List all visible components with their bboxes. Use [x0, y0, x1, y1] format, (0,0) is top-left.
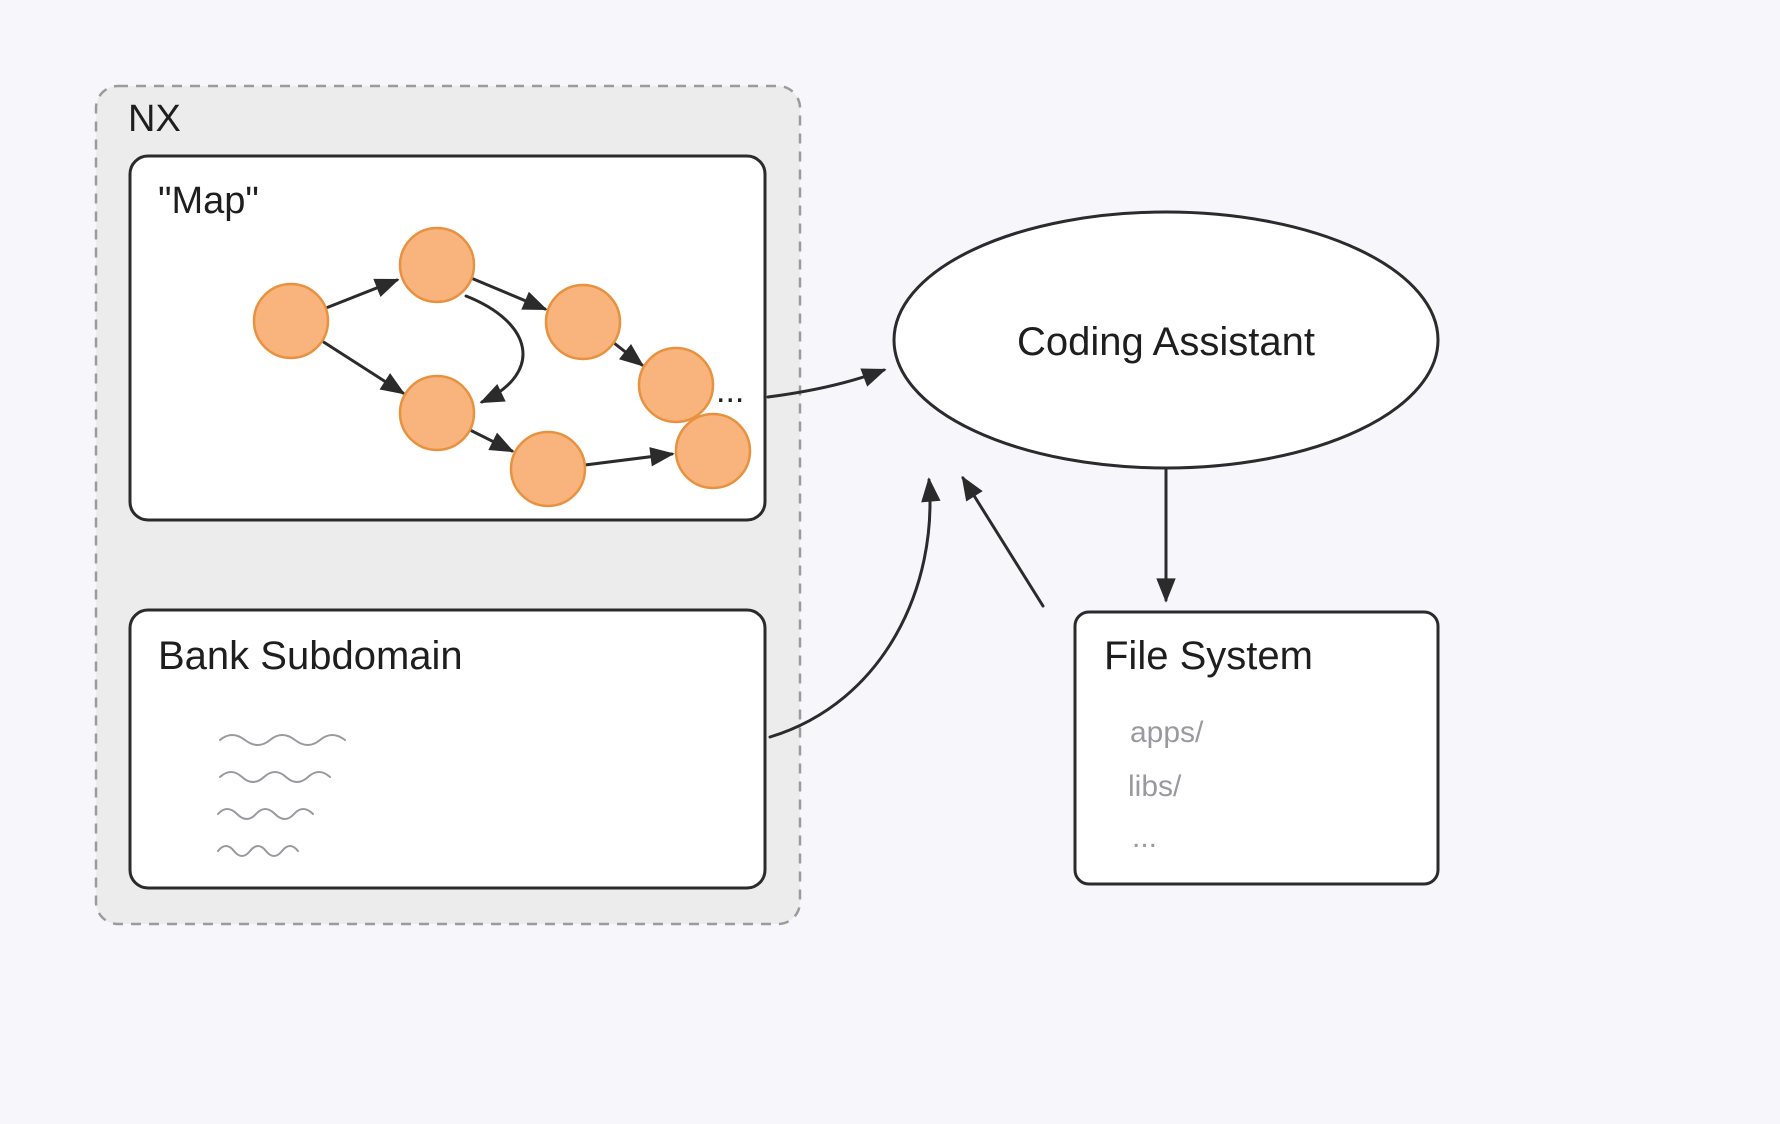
graph-node-3 [544, 283, 622, 361]
edge-left-to-middle [320, 339, 406, 395]
squiggle-line-3 [217, 808, 314, 820]
edge-upper-right-to-right [612, 341, 645, 367]
arrow-map-to-assistant [766, 368, 887, 399]
arrow-bank-subdomain-to-assistant [768, 477, 941, 739]
file-system-entry-libs: libs/ [1128, 770, 1182, 803]
graph-node-1 [252, 282, 330, 360]
file-system-entry-apps: apps/ [1130, 716, 1204, 749]
graph-node-7 [674, 412, 752, 490]
edge-top-to-upper-right [469, 276, 548, 311]
bank-subdomain-label: Bank Subdomain [158, 634, 463, 678]
bank-text-squiggles [217, 734, 346, 857]
file-system-label: File System [1104, 634, 1313, 678]
edge-bottom-to-far-right [583, 447, 675, 467]
nx-label: NX [128, 98, 181, 140]
graph-node-6 [509, 430, 587, 508]
squiggle-line-4 [217, 845, 299, 857]
squiggle-line-1 [219, 734, 346, 746]
file-system-box [1073, 610, 1440, 886]
file-system-entry-ellipsis: ... [1132, 821, 1157, 854]
squiggle-line-2 [219, 771, 331, 783]
edge-left-to-top [324, 278, 400, 310]
coding-assistant-ellipse [892, 210, 1440, 470]
map-label: "Map" [158, 180, 259, 222]
graph-nodes [252, 226, 752, 508]
map-box [128, 154, 767, 522]
block-connectors [766, 368, 1176, 739]
arrow-file-system-to-assistant [961, 475, 1045, 608]
graph-node-4 [637, 346, 715, 424]
graph-node-5 [398, 374, 476, 452]
edge-top-to-middle-curved [464, 294, 525, 404]
graph-node-2 [398, 226, 476, 304]
graph-edges [320, 276, 675, 467]
coding-assistant-label: Coding Assistant [1017, 320, 1315, 364]
edge-middle-to-bottom [468, 428, 515, 453]
map-ellipsis: ... [716, 372, 744, 410]
